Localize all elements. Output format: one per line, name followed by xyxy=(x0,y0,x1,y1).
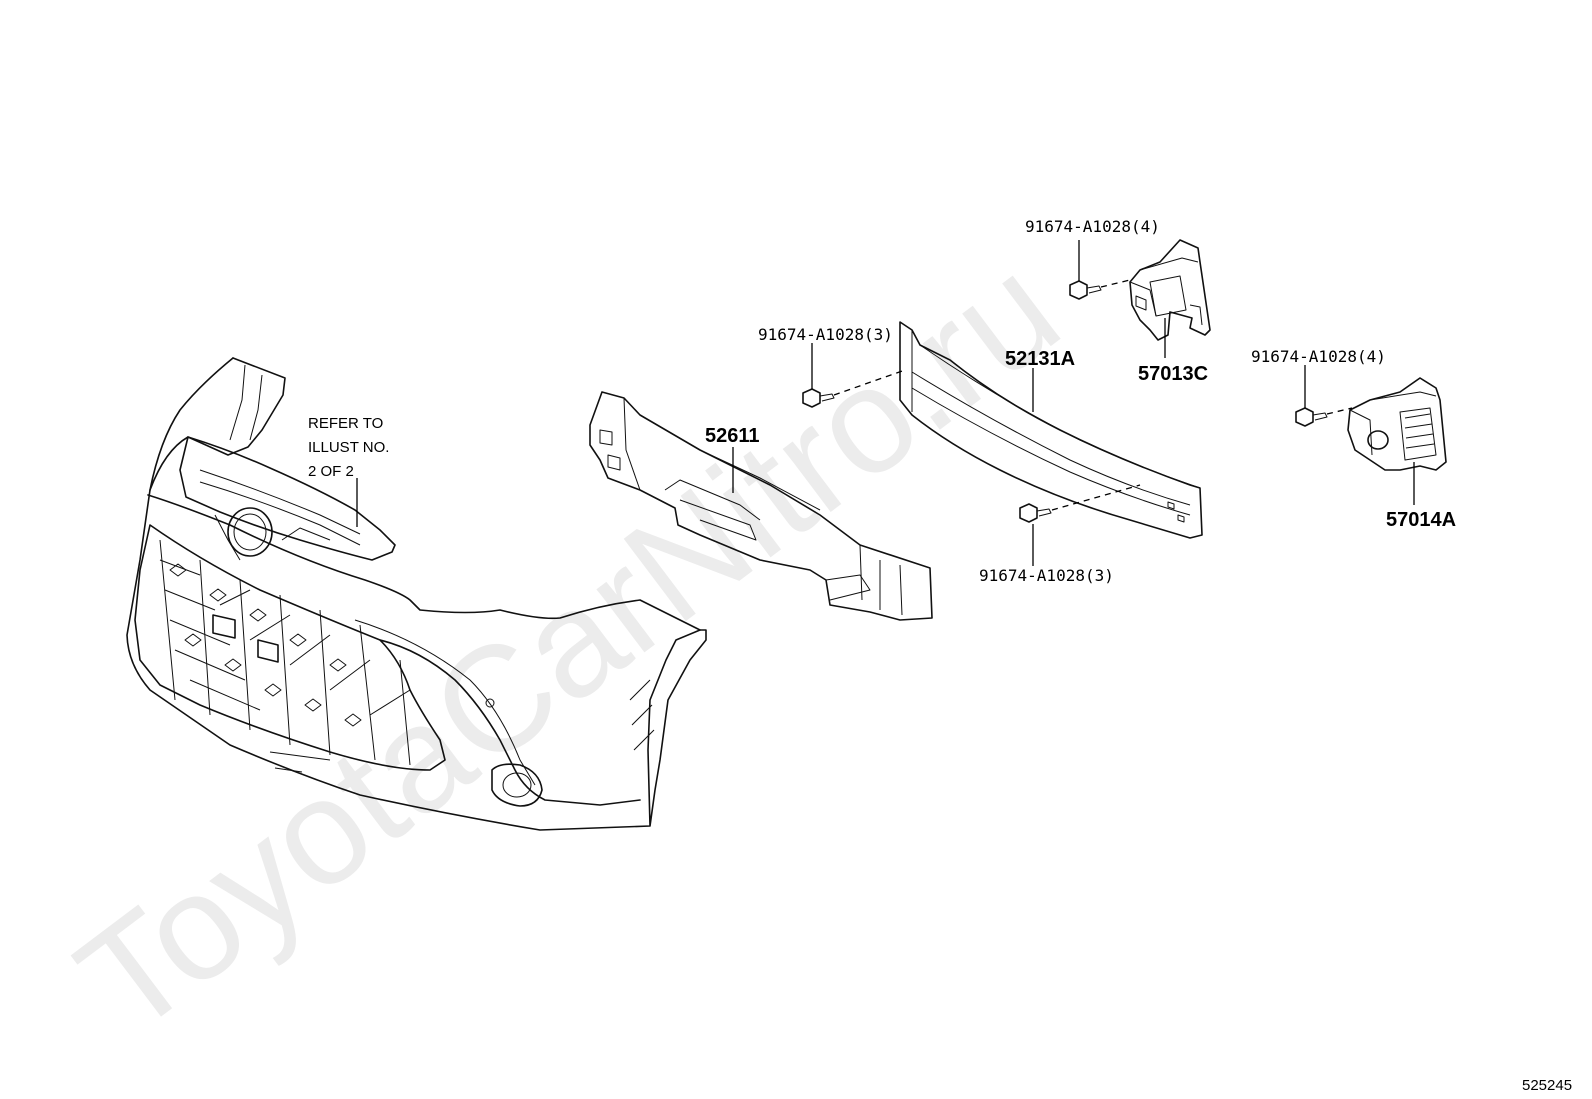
callout-bolt-top-right: 91674-A1028(4) xyxy=(1025,217,1160,236)
callout-bolt-bottom-mid: 91674-A1028(3) xyxy=(979,566,1114,585)
bolt-icon xyxy=(1295,407,1328,427)
bolt-top-right-dashed-line xyxy=(1100,279,1131,288)
bolt-icon xyxy=(1019,503,1052,523)
note-line-1: REFER TO xyxy=(308,415,383,432)
callout-bolt-right: 91674-A1028(4) xyxy=(1251,347,1386,366)
note-line-2: ILLUST NO. xyxy=(308,439,389,456)
figure-number: 525245 xyxy=(1522,1077,1572,1094)
grille-mesh xyxy=(159,539,411,766)
callout-absorber: 52611 xyxy=(705,425,760,447)
bumper-cover xyxy=(126,357,707,831)
bolt-icon xyxy=(1069,280,1102,300)
bumper-reinforcement xyxy=(899,321,1203,539)
callout-reinforcement: 52131A xyxy=(1005,348,1075,370)
note-line-3: 2 OF 2 xyxy=(308,463,354,480)
bolt-right-dashed-line xyxy=(1326,407,1353,415)
bracket-upper xyxy=(1129,239,1211,341)
energy-absorber xyxy=(589,391,933,621)
bolt-top-mid-dashed-line xyxy=(833,369,906,396)
bolt-bottom-mid-dashed-line xyxy=(1051,484,1141,511)
bracket-lower xyxy=(1347,377,1447,471)
callout-bracket-upper: 57013C xyxy=(1138,363,1208,385)
callout-bracket-lower: 57014A xyxy=(1386,509,1456,531)
callout-bolt-top-mid: 91674-A1028(3) xyxy=(758,325,893,344)
